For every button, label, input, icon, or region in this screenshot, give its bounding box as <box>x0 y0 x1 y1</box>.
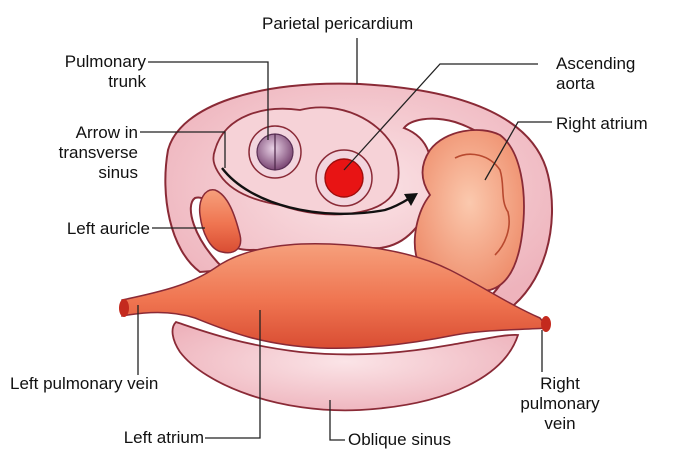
label-arrow-transverse-sinus-line3: sinus <box>24 163 138 183</box>
label-right-pulmonary-vein-line1: Right <box>505 374 615 394</box>
label-parietal-pericardium: Parietal pericardium <box>262 14 413 34</box>
label-arrow-transverse-sinus-line1: Arrow in <box>24 123 138 143</box>
label-oblique-sinus: Oblique sinus <box>348 430 451 450</box>
label-pulmonary-trunk: Pulmonary trunk <box>34 52 146 92</box>
left-pulmonary-vein-opening <box>119 299 129 317</box>
label-pulmonary-trunk-line1: Pulmonary <box>34 52 146 72</box>
label-arrow-transverse-sinus-line2: transverse <box>24 143 138 163</box>
label-right-pulmonary-vein: Right pulmonary vein <box>505 374 615 434</box>
label-left-atrium: Left atrium <box>60 428 204 448</box>
label-ascending-aorta-line1: Ascending <box>556 54 635 74</box>
label-ascending-aorta: Ascending aorta <box>556 54 635 94</box>
right-pulmonary-vein-opening <box>541 316 551 332</box>
label-arrow-transverse-sinus: Arrow in transverse sinus <box>24 123 138 183</box>
label-right-pulmonary-vein-line2: pulmonary <box>505 394 615 414</box>
label-right-atrium: Right atrium <box>556 114 648 134</box>
label-left-pulmonary-vein: Left pulmonary vein <box>10 374 158 394</box>
label-pulmonary-trunk-line2: trunk <box>34 72 146 92</box>
label-right-pulmonary-vein-line3: vein <box>505 414 615 434</box>
ascending-aorta-lumen <box>325 159 363 197</box>
label-ascending-aorta-line2: aorta <box>556 74 635 94</box>
label-left-auricle: Left auricle <box>10 219 150 239</box>
